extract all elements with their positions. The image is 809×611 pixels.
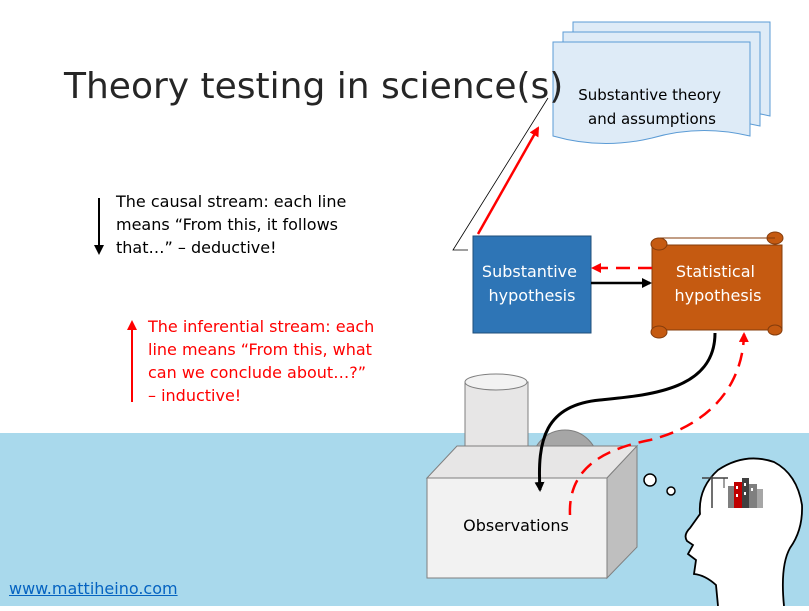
statistical-hypothesis-line-1: Statistical [676,262,755,281]
substantive-hypothesis-box [472,235,592,334]
inferential-note-line-1: The inferential stream: each [148,317,375,336]
thinking-head-icon [684,457,803,607]
statistical-hypothesis-scroll [650,231,784,339]
observations-label: Observations [463,516,569,535]
thought-bubble-icon [643,473,676,496]
causal-note-line-3: that…” – deductive! [116,238,277,257]
substantive-hypothesis-line-2: hypothesis [489,286,576,305]
slide-title: Theory testing in science(s) [64,66,564,107]
callout-line [452,97,549,251]
theory-label: Substantive theory and assumptions [578,86,726,128]
causal-stream-note: The causal stream: each line means “From… [116,190,346,259]
causal-note-line-2: means “From this, it follows [116,215,339,234]
substantive-hypothesis-line-1: Substantive [482,262,577,281]
theory-label-line-2: and assumptions [588,110,716,128]
causal-arrow-stat-to-obs [534,332,717,492]
statistical-hypothesis-line-2: hypothesis [675,286,762,305]
footer-website-link[interactable]: www.mattiheino.com [9,579,178,598]
substantive-hypothesis-label: Substantive hypothesis [482,262,582,305]
inferential-arrow-sub-to-theory [476,126,540,235]
causal-note-line-1: The causal stream: each line [116,192,347,211]
observations-box [425,444,639,580]
city-skyline-icon [728,478,763,508]
theory-label-line-1: Substantive theory [578,86,721,104]
water-background [0,433,809,606]
statistical-hypothesis-label: Statistical hypothesis [675,262,762,305]
inferential-note-line-4: – inductive! [148,386,242,405]
theory-document-stack [552,21,771,145]
inferential-stream-note: The inferential stream: each line means … [148,315,374,407]
crane-icon [702,476,728,508]
inferential-note-line-2: line means “From this, what [148,340,372,359]
inferential-note-line-3: can we conclude about…?” [148,363,366,382]
inferential-arrow-obs-to-stat [568,332,749,516]
